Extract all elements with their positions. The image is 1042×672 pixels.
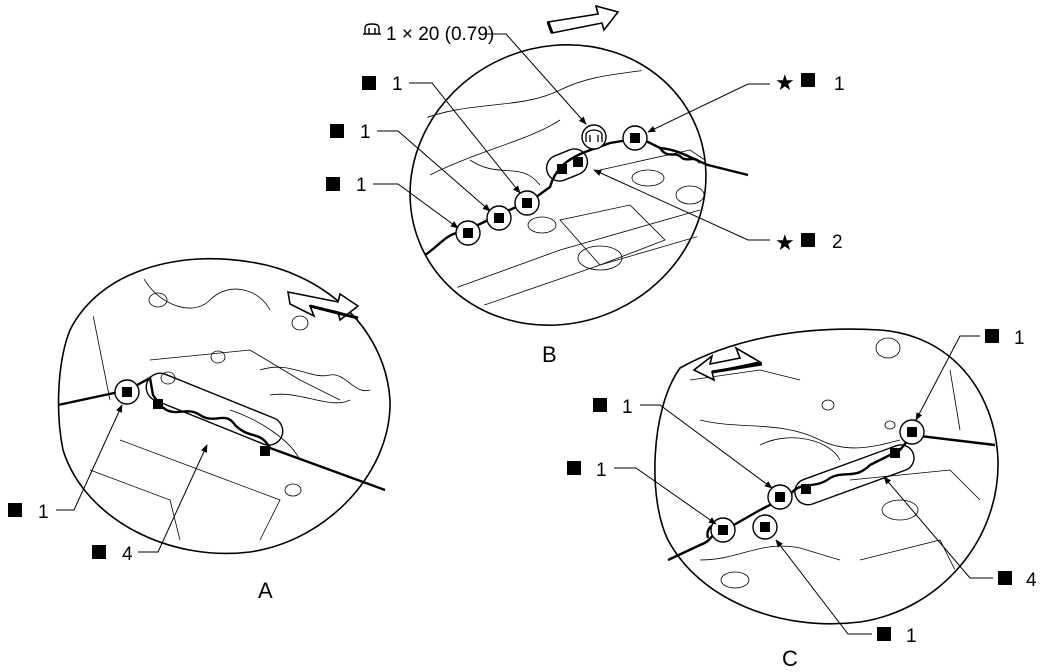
view-c-clip-right bbox=[899, 419, 925, 445]
view-a-callout-1-text: 1 bbox=[38, 502, 49, 523]
view-c-clip-lower bbox=[752, 514, 778, 540]
view-b-callout-1c-text: 1 bbox=[356, 175, 367, 196]
view-a-harness bbox=[57, 376, 386, 492]
view-b-star-clip bbox=[622, 125, 648, 151]
view-b-front-arrow-icon bbox=[546, 4, 620, 34]
view-b-double-clip bbox=[545, 148, 589, 182]
view-a-callout-4: 4 bbox=[92, 444, 208, 565]
view-b-callout-star-2: ★ 2 bbox=[593, 169, 843, 255]
view-c-front-arrow-icon bbox=[692, 346, 763, 382]
star-icon: ★ bbox=[775, 70, 795, 95]
view-b-clip-2 bbox=[486, 205, 512, 231]
view-b-callout-1a-text: 1 bbox=[392, 74, 403, 95]
view-c-long-clip bbox=[794, 444, 915, 506]
view-b-bolt bbox=[581, 124, 607, 150]
view-c-callout-1-mid: 1 bbox=[593, 397, 773, 489]
view-c-body-panel bbox=[689, 337, 981, 589]
view-c-clip-mid bbox=[767, 484, 793, 510]
view-b-letter: B bbox=[542, 342, 557, 367]
view-b-callout-star-2-text: 2 bbox=[832, 232, 843, 253]
view-b-clip-3 bbox=[514, 190, 540, 216]
view-b-callout-1b: 1 bbox=[330, 122, 491, 212]
view-c-callout-1-top-text: 1 bbox=[1014, 328, 1025, 349]
view-b-bolt-spec-text: 1 × 20 (0.79) bbox=[386, 24, 494, 45]
star-icon: ★ bbox=[775, 230, 795, 255]
view-a-body-panel bbox=[89, 269, 371, 541]
view-b-callout-1a: 1 bbox=[362, 74, 521, 194]
view-b-body-panel bbox=[419, 59, 708, 311]
view-c-callout-1-top: 1 bbox=[915, 328, 1025, 421]
view-c-callout-1-left: 1 bbox=[567, 460, 717, 525]
view-c: 1 1 1 4 1 C bbox=[567, 328, 1037, 671]
view-a: 1 4 A bbox=[8, 257, 391, 603]
view-a-letter: A bbox=[258, 578, 273, 603]
view-c-letter: C bbox=[782, 646, 798, 671]
view-a-long-clip bbox=[145, 372, 284, 456]
view-b-callout-star-1-text: 1 bbox=[834, 74, 845, 95]
view-b-frame bbox=[409, 43, 707, 327]
view-b-callout-1b-text: 1 bbox=[360, 122, 371, 143]
view-c-callout-1-bottom-text: 1 bbox=[906, 626, 917, 647]
view-c-callout-1-mid-text: 1 bbox=[622, 397, 633, 418]
view-b-harness-wave bbox=[659, 147, 702, 164]
view-b-callout-1c: 1 bbox=[326, 175, 459, 229]
view-c-clip-left bbox=[710, 517, 736, 543]
view-a-callout-1: 1 bbox=[8, 404, 123, 523]
view-c-callout-4: 4 bbox=[883, 476, 1037, 591]
view-b-clip-1 bbox=[455, 220, 481, 246]
view-c-callout-1-left-text: 1 bbox=[596, 460, 607, 481]
view-b-callout-bolt-label: 1 × 20 (0.79) bbox=[363, 23, 587, 125]
view-c-callout-1-bottom: 1 bbox=[775, 539, 917, 647]
view-b: 1 × 20 (0.79) 1 1 1 ★ 1 ★ 2 bbox=[326, 4, 845, 367]
view-a-callout-4-text: 4 bbox=[122, 544, 133, 565]
view-b-callout-star-1: ★ 1 bbox=[647, 70, 845, 133]
view-c-callout-4-text: 4 bbox=[1026, 570, 1037, 591]
view-a-clip-1 bbox=[114, 379, 140, 405]
